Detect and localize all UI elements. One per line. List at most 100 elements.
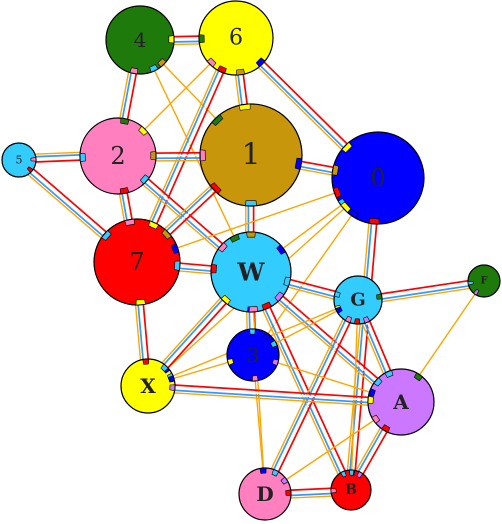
node-port (276, 244, 287, 255)
node-A[interactable]: A (367, 368, 435, 436)
node-port (330, 488, 337, 494)
node-X[interactable]: X (120, 358, 176, 414)
node-6[interactable]: 6 (198, 0, 274, 76)
node-port (30, 157, 37, 162)
node-port (381, 424, 391, 433)
node-port (249, 328, 256, 335)
node-port (246, 231, 256, 238)
node-label: 1 (241, 138, 260, 173)
node-port (367, 395, 374, 404)
node-port (252, 375, 259, 382)
edge-strand (147, 385, 402, 403)
node-port (332, 186, 342, 199)
node-port (150, 151, 157, 161)
node-port (157, 58, 167, 68)
node-port (340, 201, 352, 213)
node-D[interactable]: D (238, 467, 292, 521)
node-port (216, 65, 227, 74)
node-port (331, 164, 340, 176)
node-port (119, 187, 130, 195)
node-port (227, 358, 234, 366)
node-1[interactable]: 1 (199, 103, 303, 207)
node-0[interactable]: 0 (331, 131, 425, 225)
node-label: 5 (16, 154, 23, 167)
node-port (245, 200, 257, 206)
node-port (354, 318, 361, 325)
node-label: 2 (110, 142, 125, 170)
node-port (373, 377, 383, 387)
edge-strand (345, 177, 374, 490)
node-port (138, 125, 149, 136)
node-5[interactable]: 5 (1, 142, 37, 178)
node-port (413, 372, 423, 382)
node-G[interactable]: G (333, 275, 383, 325)
node-port (271, 469, 280, 477)
edge-strand (350, 177, 379, 491)
node-port (335, 306, 343, 314)
node-port (217, 242, 228, 253)
node-port (210, 263, 218, 274)
node-port (356, 471, 364, 479)
node-port (149, 64, 159, 73)
node-port (349, 469, 355, 476)
node-port (368, 217, 380, 225)
node-B[interactable]: B (330, 469, 372, 511)
node-7[interactable]: 7 (93, 218, 181, 306)
node-label: X (140, 374, 156, 398)
node-port (79, 153, 86, 163)
node-port (26, 166, 34, 173)
edge-strand (147, 387, 401, 406)
node-port (211, 114, 224, 127)
node-port (120, 117, 130, 125)
edge-G-B (350, 299, 359, 491)
node-port (270, 340, 278, 348)
node-port (209, 182, 222, 195)
edge-X-A (147, 382, 402, 408)
node-4[interactable]: 4 (105, 5, 175, 75)
node-port (376, 293, 383, 300)
edge-strand (350, 299, 359, 491)
edge-strand (266, 300, 362, 496)
edge-strand (147, 390, 401, 408)
node-port (238, 103, 251, 111)
node-port (139, 174, 150, 185)
node-port (142, 358, 149, 365)
node-port (274, 291, 285, 302)
node-port (198, 34, 205, 44)
node-port (363, 316, 371, 324)
node-label: 3 (247, 343, 260, 367)
edge-strand (259, 297, 354, 493)
node-label: D (256, 482, 273, 506)
node-port (173, 260, 181, 271)
node-port (262, 331, 271, 340)
node-port (294, 157, 303, 170)
node-label: 6 (229, 26, 243, 51)
node-port (148, 220, 160, 230)
node-label: 7 (129, 248, 144, 276)
node-port (384, 369, 394, 378)
node-port (371, 414, 381, 424)
node-F[interactable]: F (467, 264, 501, 298)
node-2[interactable]: 2 (79, 117, 157, 195)
node-port (170, 243, 180, 254)
node-port (341, 141, 353, 154)
node-port (368, 388, 376, 397)
node-port (255, 57, 266, 68)
node-port (271, 358, 279, 366)
node-port (129, 67, 139, 75)
node-port (261, 301, 273, 311)
node-3[interactable]: 3 (226, 328, 280, 382)
node-port (135, 298, 146, 306)
node-W[interactable]: W (210, 231, 292, 313)
node-port (344, 315, 353, 324)
node-label: F (480, 276, 487, 287)
node-port (220, 294, 231, 305)
node-port (280, 476, 289, 485)
node-label: G (350, 290, 365, 311)
edge-strand (148, 382, 402, 401)
node-port (473, 288, 480, 296)
node-circle[interactable] (467, 264, 501, 298)
node-port (259, 467, 266, 474)
